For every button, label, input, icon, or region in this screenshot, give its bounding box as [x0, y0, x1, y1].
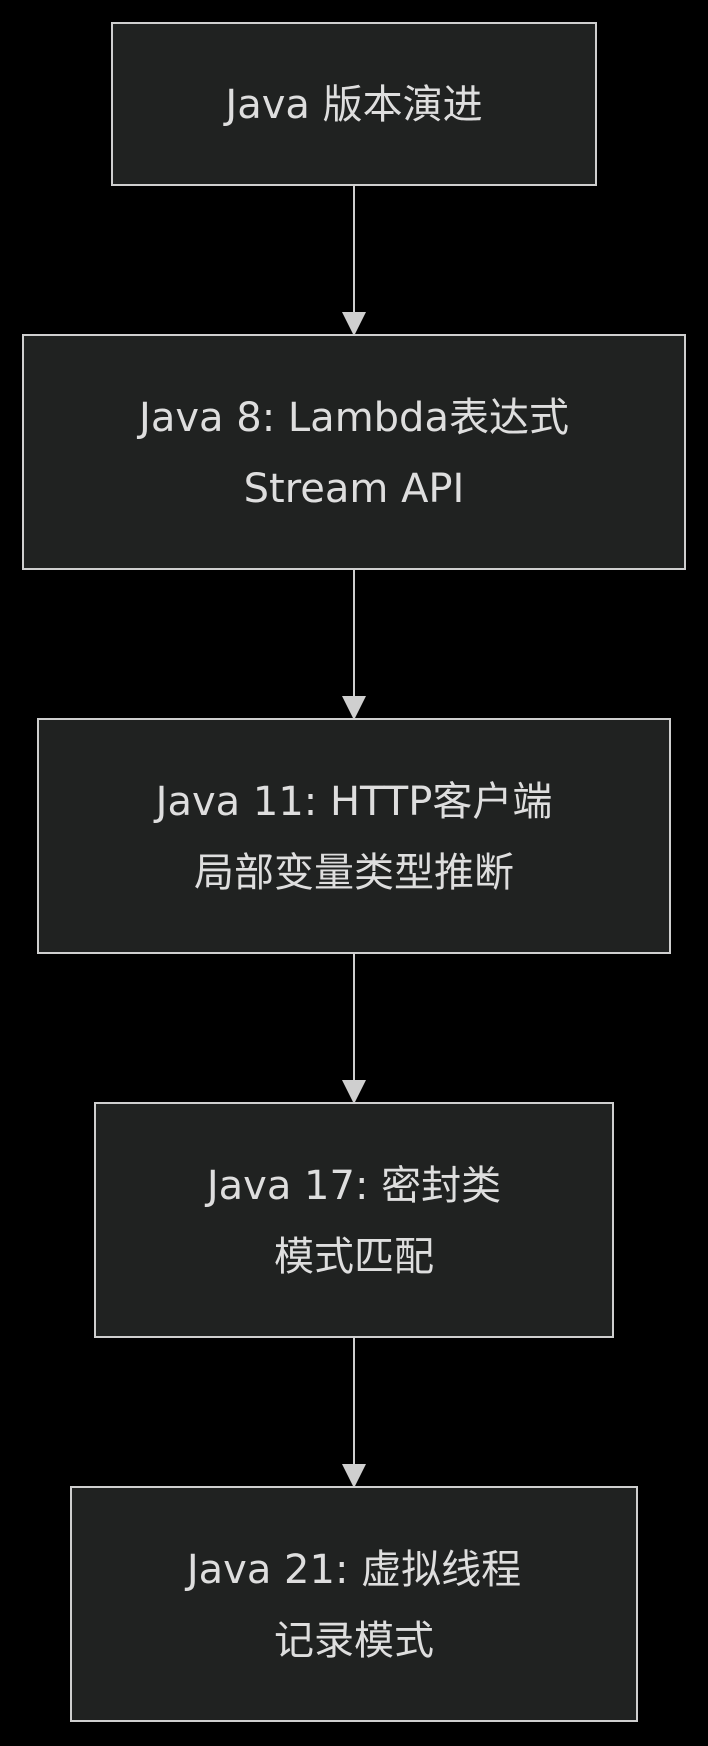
edge-java11-java17	[342, 954, 366, 1104]
node-java-8: Java 8: Lambda表达式 Stream API	[22, 334, 686, 570]
edge-java17-java21	[342, 1338, 366, 1488]
node-box	[111, 22, 597, 186]
node-box	[94, 1102, 614, 1338]
arrow-down-icon	[342, 1080, 366, 1104]
arrow-down-icon	[342, 312, 366, 336]
node-box	[22, 334, 686, 570]
node-box	[37, 718, 671, 954]
node-box	[70, 1486, 638, 1722]
edge-root-java8	[342, 186, 366, 336]
node-label-line-2: Stream API	[244, 466, 465, 512]
edge-java8-java11	[342, 570, 366, 720]
node-label-line-2: 记录模式	[274, 1618, 434, 1664]
node-label-line-2: 局部变量类型推断	[194, 850, 514, 896]
node-java-17: Java 17: 密封类 模式匹配	[94, 1102, 614, 1338]
node-label-line-1: Java 8: Lambda表达式	[136, 395, 569, 441]
arrow-down-icon	[342, 1464, 366, 1488]
node-java-11: Java 11: HTTP客户端 局部变量类型推断	[37, 718, 671, 954]
node-java-21: Java 21: 虚拟线程 记录模式	[70, 1486, 638, 1722]
node-label-line-1: Java 版本演进	[222, 82, 482, 128]
node-label-line-1: Java 11: HTTP客户端	[153, 779, 553, 825]
node-java-versions: Java 版本演进	[111, 22, 597, 186]
node-label-line-1: Java 21: 虚拟线程	[184, 1547, 521, 1593]
arrow-down-icon	[342, 696, 366, 720]
node-label-line-1: Java 17: 密封类	[204, 1163, 501, 1209]
node-label-line-2: 模式匹配	[274, 1234, 434, 1280]
